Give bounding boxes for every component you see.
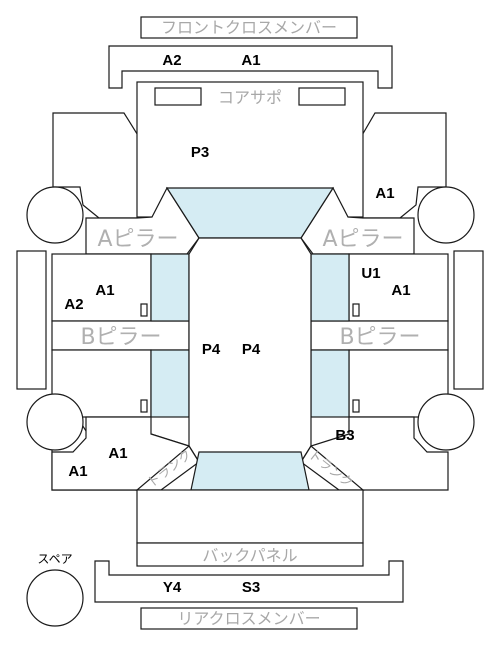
right-side-sill[interactable] — [453, 250, 484, 390]
code-p4-left: P4 — [202, 341, 221, 358]
rear-cross-member-label: リアクロスメンバー — [177, 609, 320, 628]
core-support-right-tab[interactable] — [298, 87, 346, 106]
code-rear-s3: S3 — [242, 579, 260, 596]
code-b3: B3 — [335, 427, 354, 444]
front-cross-member-label: フロントクロスメンバー — [161, 18, 337, 37]
front-cross-member-box[interactable] — [140, 16, 358, 39]
right-front-window[interactable] — [310, 253, 350, 322]
front-bumper[interactable] — [108, 45, 393, 89]
b-pillar-right-label: Bピラー — [339, 325, 420, 350]
rear-cross-member-box[interactable] — [140, 607, 358, 630]
left-front-window[interactable] — [150, 253, 190, 322]
right-front-door-handle[interactable] — [352, 303, 360, 317]
left-side-sill[interactable] — [16, 250, 47, 390]
right-rear-door-handle[interactable] — [352, 399, 360, 413]
b-pillar-left-label: Bピラー — [80, 325, 161, 350]
code-left-rear-a1-upper: A1 — [108, 445, 127, 462]
left-rear-door-handle[interactable] — [140, 399, 148, 413]
rear-bumper[interactable] — [94, 560, 404, 603]
a-pillar-left-label: Aピラー — [97, 227, 178, 252]
a-pillar-right-label: Aピラー — [322, 227, 403, 252]
b-pillar-right[interactable] — [310, 320, 449, 351]
code-right-a1: A1 — [391, 282, 410, 299]
spare-label: スペア — [37, 552, 72, 566]
core-support-left-tab[interactable] — [154, 87, 202, 106]
code-rear-y4: Y4 — [163, 579, 182, 596]
left-front-door[interactable] — [51, 253, 152, 322]
code-left-a1: A1 — [95, 282, 114, 299]
trunk-lid[interactable] — [136, 489, 364, 544]
left-rear-wheel[interactable] — [26, 393, 84, 451]
code-p3: P3 — [191, 144, 209, 161]
code-right-u1: U1 — [361, 265, 380, 282]
code-left-rear-a1-lower: A1 — [68, 463, 87, 480]
left-front-wheel[interactable] — [26, 186, 84, 244]
code-right-front-a1: A1 — [375, 185, 394, 202]
rear-glass[interactable] — [190, 451, 310, 491]
left-front-door-handle[interactable] — [140, 303, 148, 317]
right-rear-window[interactable] — [310, 349, 350, 418]
back-panel-label: バックパネル — [202, 546, 297, 565]
core-support-label: コアサポ — [218, 88, 282, 107]
code-front-a1: A1 — [241, 52, 260, 69]
right-rear-wheel[interactable] — [417, 393, 475, 451]
spare-tire[interactable] — [26, 569, 84, 627]
code-p4-right: P4 — [242, 341, 261, 358]
code-left-a2: A2 — [64, 296, 83, 313]
left-rear-window[interactable] — [150, 349, 190, 418]
right-front-wheel[interactable] — [417, 186, 475, 244]
back-panel[interactable] — [136, 542, 364, 567]
code-front-a2: A2 — [162, 52, 181, 69]
